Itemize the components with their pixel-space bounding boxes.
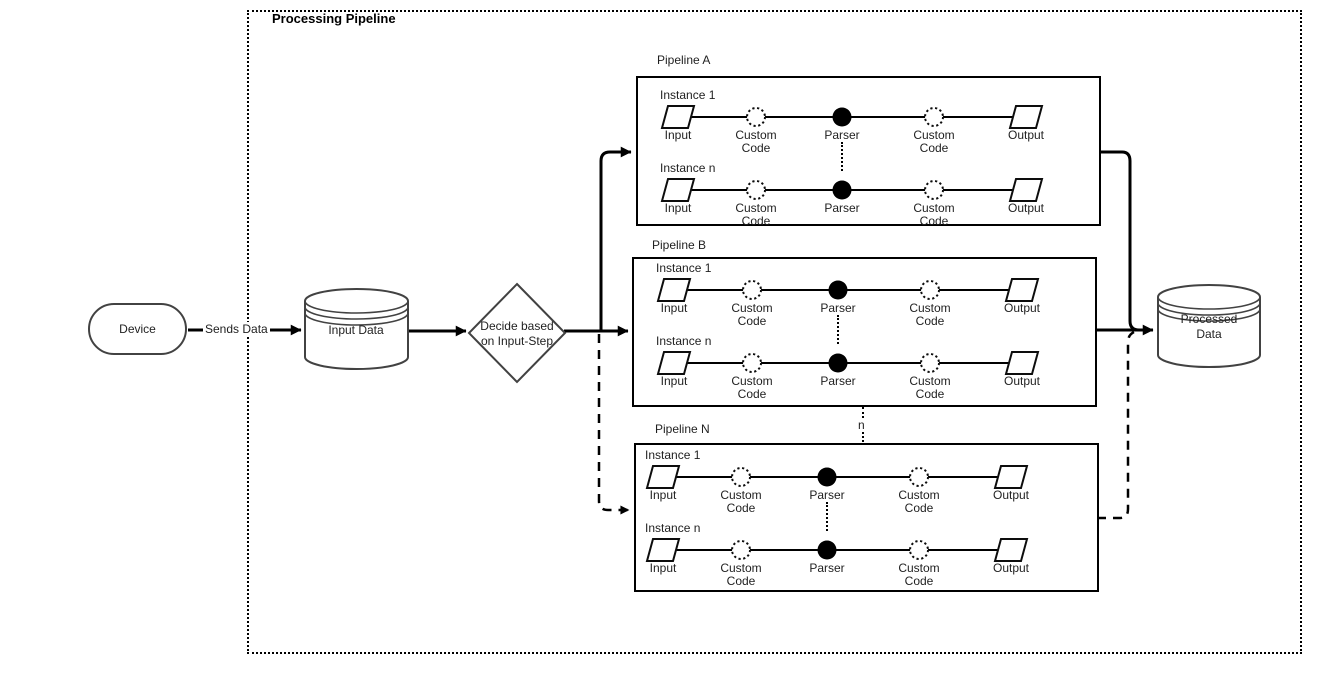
device-node: Device <box>88 303 187 355</box>
instance-label: Instance 1 <box>660 88 716 102</box>
input-parallelogram <box>660 105 696 129</box>
step-label-custom-code: Custom Code <box>731 374 773 401</box>
instance-label: Instance 1 <box>645 448 701 462</box>
step-label-custom-code: Custom Code <box>735 201 777 228</box>
output-parallelogram <box>1004 351 1040 375</box>
step-label-custom-code: Custom Code <box>898 488 940 515</box>
custom-code-node <box>746 180 766 200</box>
instance-label: Instance 1 <box>656 261 712 275</box>
step-label-output: Output <box>1003 301 1041 315</box>
pipeline-b-box: Instance 1 Input Custom Code Parser Cust… <box>632 257 1097 407</box>
step-label-input: Input <box>649 488 677 502</box>
step-label-custom-code: Custom Code <box>913 201 955 228</box>
step-label-custom-code: Custom Code <box>720 561 762 588</box>
input-parallelogram <box>656 351 692 375</box>
instance-flow-art <box>656 278 1040 302</box>
output-parallelogram <box>1004 278 1040 302</box>
parser-node <box>828 353 848 373</box>
pipeline-n-title: Pipeline N <box>655 422 710 436</box>
input-parallelogram <box>660 178 696 202</box>
output-parallelogram <box>1008 178 1044 202</box>
instance-label: Instance n <box>656 334 712 348</box>
step-label-custom-code: Custom Code <box>731 301 773 328</box>
parser-node <box>832 180 852 200</box>
pipeline-a-box: Instance 1 Input Custom Code Parser Cust… <box>636 76 1101 228</box>
custom-code-node <box>742 353 762 373</box>
instance-flow-art <box>660 178 1044 202</box>
more-pipelines-count-label: n <box>856 418 867 432</box>
step-label-output: Output <box>1003 374 1041 388</box>
custom-code-node <box>746 107 766 127</box>
step-label-output: Output <box>992 488 1030 502</box>
step-label-custom-code: Custom Code <box>720 488 762 515</box>
custom-code-node <box>920 353 940 373</box>
instance-flow-art <box>645 465 1029 489</box>
step-label-custom-code: Custom Code <box>909 374 951 401</box>
output-parallelogram <box>1008 105 1044 129</box>
step-label-input: Input <box>664 201 692 215</box>
step-label-input: Input <box>649 561 677 575</box>
step-label-input: Input <box>660 301 688 315</box>
instance-label: Instance n <box>645 521 701 535</box>
instance-flow-art <box>660 105 1044 129</box>
sends-data-edge-label: Sends Data <box>203 322 270 336</box>
pipeline-b-title: Pipeline B <box>652 238 707 252</box>
decision-label-line1: Decide based <box>480 319 554 333</box>
input-parallelogram <box>656 278 692 302</box>
parser-node <box>817 467 837 487</box>
pipeline-a-title: Pipeline A <box>657 53 711 67</box>
custom-code-node <box>909 467 929 487</box>
step-label-custom-code: Custom Code <box>898 561 940 588</box>
step-label-parser: Parser <box>820 374 856 388</box>
diagram-title: Processing Pipeline <box>272 11 396 26</box>
pipeline-n-box: Instance 1 Input Custom Code Parser Cust… <box>634 443 1099 592</box>
instance-scaling-dots <box>826 502 828 531</box>
step-label-parser: Parser <box>809 488 845 502</box>
step-label-output: Output <box>1007 128 1045 142</box>
step-label-parser: Parser <box>824 128 860 142</box>
device-label: Device <box>119 322 156 336</box>
step-label-input: Input <box>664 128 692 142</box>
processed-data-label-line2: Data <box>1196 327 1222 341</box>
parser-node <box>832 107 852 127</box>
custom-code-node <box>742 280 762 300</box>
step-label-custom-code: Custom Code <box>735 128 777 155</box>
custom-code-node <box>731 540 751 560</box>
custom-code-node <box>909 540 929 560</box>
instance-scaling-dots <box>837 315 839 344</box>
processed-data-label: Processed Data <box>1159 312 1259 342</box>
step-label-output: Output <box>1007 201 1045 215</box>
step-label-custom-code: Custom Code <box>909 301 951 328</box>
parser-node <box>828 280 848 300</box>
instance-label: Instance n <box>660 161 716 175</box>
custom-code-node <box>924 107 944 127</box>
parser-node <box>817 540 837 560</box>
decision-label: Decide based on Input-Step <box>467 319 567 349</box>
processed-data-label-line1: Processed <box>1180 312 1238 326</box>
input-data-label: Input Data <box>328 323 384 337</box>
instance-flow-art <box>656 351 1040 375</box>
custom-code-node <box>924 180 944 200</box>
step-label-output: Output <box>992 561 1030 575</box>
instance-scaling-dots <box>841 142 843 171</box>
step-label-parser: Parser <box>824 201 860 215</box>
instance-flow-art <box>645 538 1029 562</box>
input-parallelogram <box>645 465 681 489</box>
step-label-custom-code: Custom Code <box>913 128 955 155</box>
output-parallelogram <box>993 538 1029 562</box>
output-parallelogram <box>993 465 1029 489</box>
decision-label-line2: on Input-Step <box>480 334 554 348</box>
custom-code-node <box>920 280 940 300</box>
step-label-parser: Parser <box>820 301 856 315</box>
step-label-parser: Parser <box>809 561 845 575</box>
step-label-input: Input <box>660 374 688 388</box>
custom-code-node <box>731 467 751 487</box>
input-parallelogram <box>645 538 681 562</box>
